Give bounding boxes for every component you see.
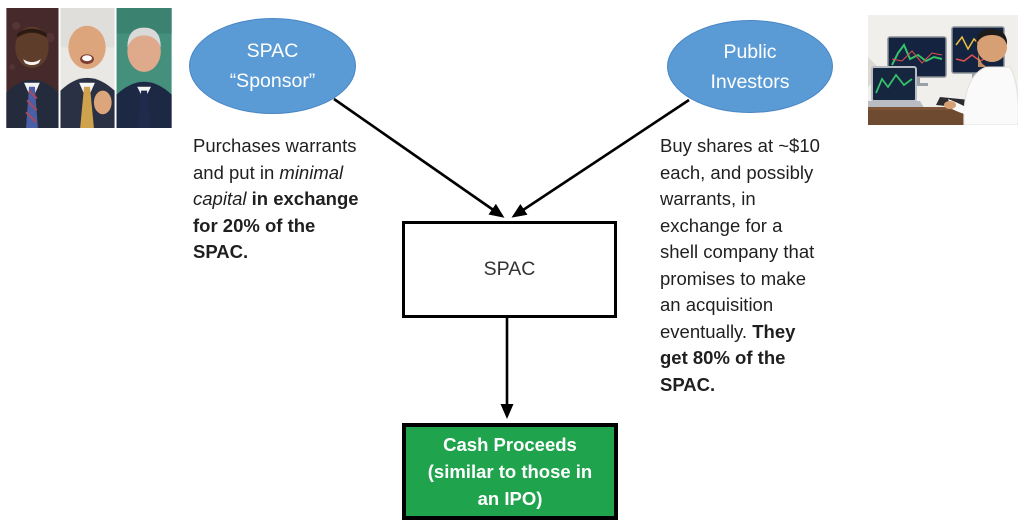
investors-ellipse-node: Public Investors [667,20,833,113]
sponsor-ellipse-node: SPAC “Sponsor” [189,18,356,114]
sponsor-note: Purchases warrants and put in minimal ca… [193,135,359,262]
cash-proceeds-node: Cash Proceeds (similar to those in an IP… [402,423,618,520]
sponsor-headshot-1 [6,8,59,128]
investors-ellipse-label: Public Investors [710,40,790,93]
sponsor-headshot-3 [116,8,172,128]
investors-note: Buy shares at ~$10 each, and possibly wa… [660,135,820,395]
investors-photo-illustration [868,15,1018,125]
cash-proceeds-label: Cash Proceeds (similar to those in an IP… [427,434,593,509]
desk-edge [868,107,1018,110]
sponsors-photo-illustration [6,8,172,128]
spac-box-label: SPAC [483,258,536,280]
sponsor-headshot-2 [60,8,115,128]
laptop [868,66,926,111]
sponsor-ellipse-label: SPAC “Sponsor” [229,40,316,92]
trader-person [944,28,1018,125]
sponsors-photo [5,8,173,128]
spac-box-node: SPAC [402,221,617,318]
investors-photo [868,15,1018,125]
